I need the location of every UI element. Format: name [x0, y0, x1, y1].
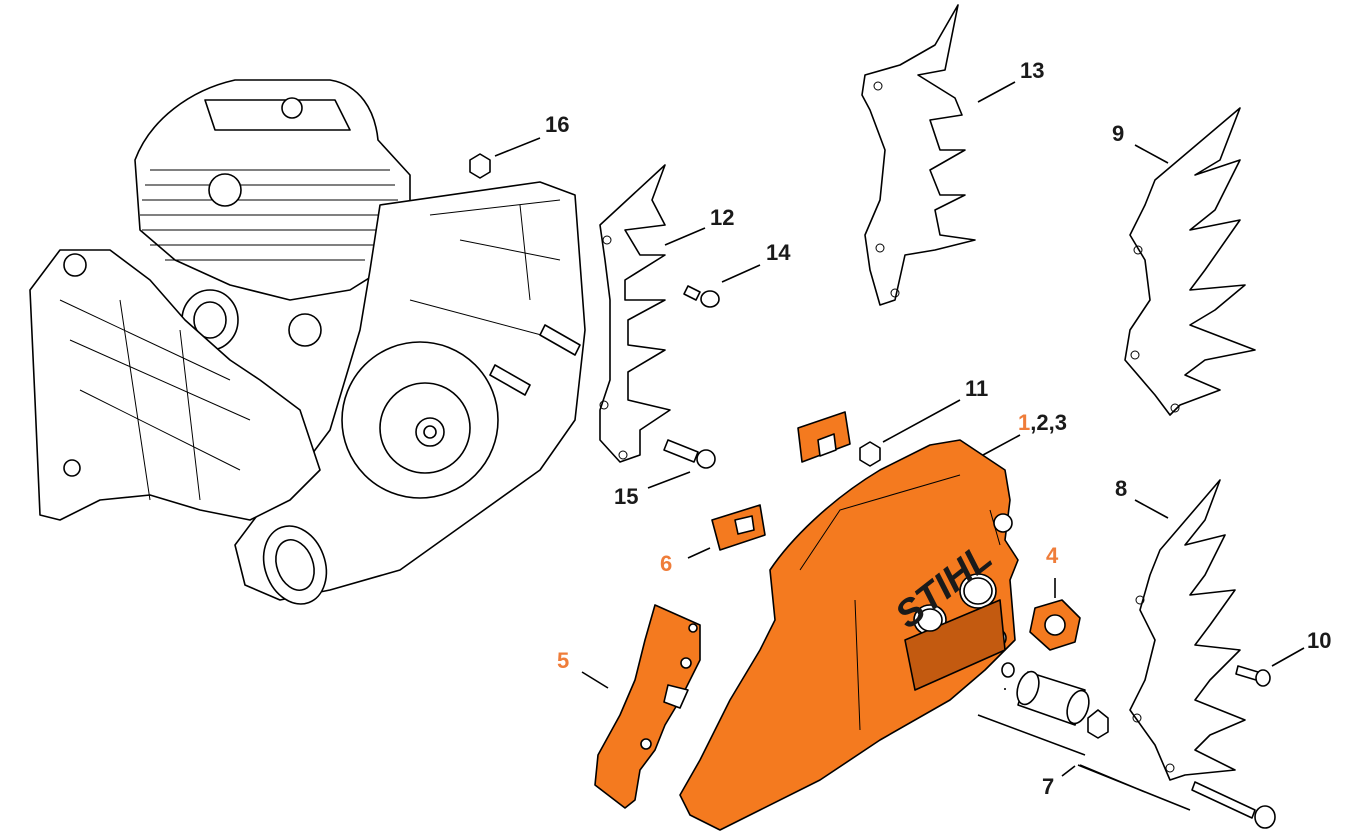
label-16: 16 [545, 112, 570, 137]
label-15: 15 [614, 484, 639, 509]
label-10: 10 [1307, 628, 1332, 653]
part-7-spacer-assembly [977, 662, 1276, 829]
label-6: 6 [660, 551, 673, 576]
label-1-highlight: 1 [1018, 410, 1031, 435]
part-14-screw [683, 264, 761, 308]
part-1-chain-sprocket-cover [679, 434, 1021, 831]
label-13: 13 [1020, 58, 1045, 83]
label-14: 14 [766, 240, 791, 265]
part-4-nut [1029, 578, 1081, 651]
label-9: 9 [1112, 121, 1125, 146]
part-6-pad [687, 504, 766, 559]
label-12: 12 [710, 205, 735, 230]
part-5-side-plate [581, 604, 701, 809]
label-1-2-3: 1,2,3 [1018, 412, 1067, 434]
label-8: 8 [1115, 476, 1128, 501]
engine-crankcase-drawing [29, 79, 586, 605]
part-pad-upper [797, 411, 851, 463]
part-11-nut [859, 399, 961, 467]
label-4: 4 [1046, 543, 1059, 568]
label-5: 5 [557, 648, 570, 673]
label-11: 11 [965, 376, 989, 401]
label-7: 7 [1042, 774, 1055, 799]
part-10-screw [1235, 647, 1305, 687]
part-9-spike-plate [1124, 107, 1256, 416]
part-12-spike-plate [599, 164, 706, 463]
part-15-screw [647, 439, 716, 489]
part-13-spike-plate [861, 4, 1016, 306]
part-16-nut [469, 137, 541, 179]
part-8-spike-plate [1129, 479, 1246, 781]
label-2-3: ,2,3 [1030, 410, 1067, 435]
